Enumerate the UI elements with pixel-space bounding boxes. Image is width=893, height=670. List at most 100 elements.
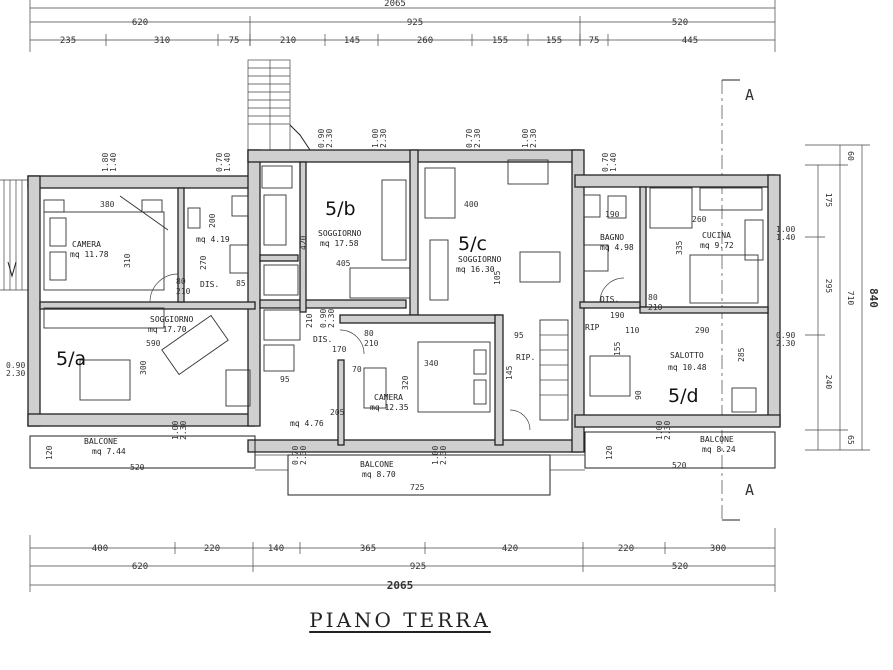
- section-mark-bottom: A: [745, 481, 754, 499]
- label-dis-a: DIS.: [200, 280, 219, 289]
- dim-top-r1-0: 620: [132, 18, 148, 28]
- dim-top-r1-2: 520: [672, 18, 688, 28]
- dim-a-soggiorno-h: 300: [139, 360, 148, 375]
- dim-a-camera-w: 380: [100, 200, 115, 209]
- dim-c-balcone-w: 725: [410, 483, 425, 492]
- dim-right-total: 840: [867, 288, 880, 308]
- dim-bot-r1-0: 400: [92, 544, 108, 554]
- bottom-dimensions: 400 220 140 365 420 220 300 620 925 520 …: [29, 528, 776, 592]
- dim-bot-r1-3: 365: [360, 544, 376, 554]
- balconies: [29, 431, 776, 496]
- unit-5b-label: 5/b: [325, 198, 356, 220]
- inner-dimensions: 380 310 200 590 300 520 120 420 405 210 …: [45, 200, 746, 492]
- room-d-balcone: BALCONE: [700, 435, 734, 444]
- room-c-soggiorno-area: mq 16.30: [456, 265, 495, 274]
- open-d80-b: 80: [364, 329, 374, 338]
- dim-top-r2-1: 310: [154, 36, 170, 46]
- room-c-soggiorno: SOGGIORNO: [458, 255, 502, 264]
- room-d-cucina-area: mq 9.72: [700, 241, 734, 250]
- dim-c-145: 145: [505, 365, 514, 380]
- dim-top-r2-4: 145: [344, 36, 360, 46]
- label-dis-b: DIS.: [313, 335, 332, 344]
- door-swings: [149, 273, 625, 431]
- room-labels: CAMERA mq 11.78 mq 4.19 SOGGIORNO mq 17.…: [70, 229, 736, 479]
- open-d80-a: 80: [176, 277, 186, 286]
- dim-top-r2-6: 155: [492, 36, 508, 46]
- dim-d-110: 110: [625, 326, 640, 335]
- dim-right-out-0: 60: [846, 151, 855, 161]
- dim-bot-r2-0: 620: [132, 562, 148, 572]
- open-w15: 1.002.30: [655, 421, 672, 440]
- dim-b-405: 405: [336, 259, 351, 268]
- dim-a-soggiorno-w: 590: [146, 339, 161, 348]
- open-w2: 0.701.40: [215, 153, 232, 172]
- top-stair: [247, 59, 311, 151]
- room-b-soggiorno: SOGGIORNO: [318, 229, 362, 238]
- section-mark-top: A: [745, 86, 754, 104]
- dim-bot-r1-6: 300: [710, 544, 726, 554]
- page-title: PIANO TERRA: [309, 608, 491, 632]
- room-b-camera: CAMERA: [374, 393, 403, 402]
- room-c-balcone: BALCONE: [360, 460, 394, 469]
- walls: [27, 149, 781, 453]
- dim-bot-r1-4: 420: [502, 544, 518, 554]
- room-d-bagno-area: mq 4.98: [600, 243, 634, 252]
- open-w10: 0.701.40: [601, 153, 618, 172]
- dim-a-bagno-w: 200: [208, 213, 217, 228]
- dim-b-95: 95: [280, 375, 290, 384]
- room-a-balcone-area: mq 7.44: [92, 447, 126, 456]
- room-b-camera-area: mq 12.35: [370, 403, 409, 412]
- open-d80-d: 80: [648, 293, 658, 302]
- dim-top-r2-3: 210: [280, 36, 296, 46]
- dim-d-155: 155: [613, 341, 622, 356]
- dim-c-105: 105: [493, 270, 502, 285]
- room-d-salotto-area: mq 10.48: [668, 363, 707, 372]
- open-w4: 1.002.30: [371, 129, 388, 148]
- dim-b-320: 320: [401, 375, 410, 390]
- dim-b-210: 210: [305, 313, 314, 328]
- dim-bot-r1-5: 220: [618, 544, 634, 554]
- room-d-salotto: SALOTTO: [670, 351, 704, 360]
- dim-top-total: 2065: [384, 0, 406, 9]
- top-dimensions: 2065 620 925 520 235 310 75 210 145 260 …: [29, 0, 776, 52]
- room-a-camera: CAMERA: [72, 240, 101, 249]
- room-b-bagno-area: mq 4.76: [290, 419, 324, 428]
- dim-top-r2-8: 75: [589, 36, 600, 46]
- dim-d-90: 90: [634, 390, 643, 400]
- dim-top-r2-9: 445: [682, 36, 698, 46]
- dim-d-290: 290: [695, 326, 710, 335]
- section-line-a: A A: [721, 79, 754, 521]
- dim-d-260: 260: [692, 215, 707, 224]
- open-d210-a: 210: [176, 287, 191, 296]
- open-w3: 0.902.30: [317, 129, 334, 148]
- label-dis-d: DIS.: [600, 295, 619, 304]
- room-a-balcone: BALCONE: [84, 437, 118, 446]
- label-rip-d: RIP: [585, 323, 600, 332]
- dim-d-285: 285: [737, 347, 746, 362]
- room-b-soggiorno-area: mq 17.58: [320, 239, 359, 248]
- open-w14: 1.002.30: [431, 446, 448, 465]
- left-stair: [0, 179, 28, 291]
- dim-a-camera-h: 310: [123, 253, 132, 268]
- dim-d-190b: 190: [610, 311, 625, 320]
- dim-top-r2-7: 155: [546, 36, 562, 46]
- dim-top-r2-5: 260: [417, 36, 433, 46]
- dim-top-r2-2: 75: [229, 36, 240, 46]
- room-c-balcone-area: mq 8.70: [362, 470, 396, 479]
- room-d-bagno: BAGNO: [600, 233, 624, 242]
- dim-c-95: 95: [514, 331, 524, 340]
- unit-5c-label: 5/c: [458, 233, 487, 255]
- dim-top-r1-1: 925: [407, 18, 423, 28]
- label-rip-c: RIP.: [516, 353, 535, 362]
- dim-d-190: 190: [605, 210, 620, 219]
- open-w6: 1.002.30: [521, 129, 538, 148]
- dim-bot-r1-2: 140: [268, 544, 284, 554]
- room-d-cucina: CUCINA: [702, 231, 731, 240]
- room-a-bagno-area: mq 4.19: [196, 235, 230, 244]
- dim-bot-total: 2065: [387, 579, 414, 592]
- room-a-soggiorno-area: mq 17.70: [148, 325, 187, 334]
- open-w1: 1.801.40: [101, 153, 118, 172]
- room-a-camera-area: mq 11.78: [70, 250, 109, 259]
